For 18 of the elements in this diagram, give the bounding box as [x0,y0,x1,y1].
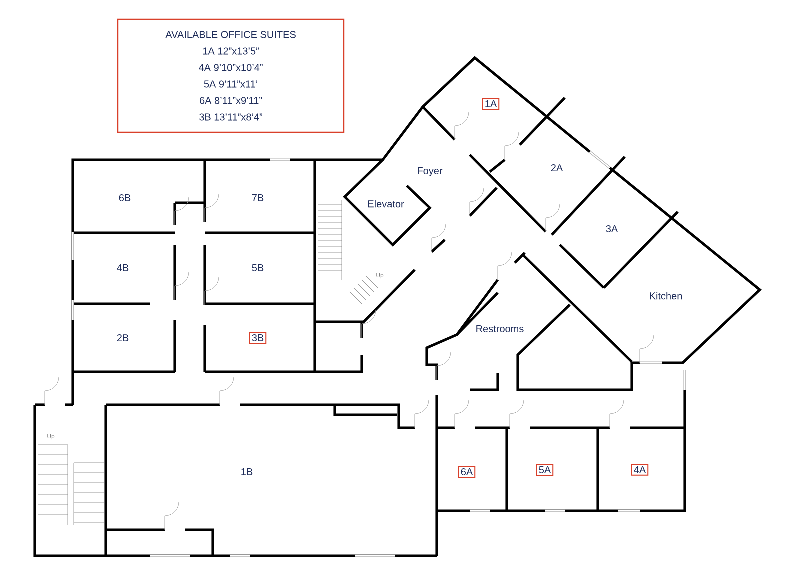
room-name: 1B [242,468,253,476]
room-label: 5A [536,464,554,476]
room-name: Elevator [368,200,404,208]
room-label: 3B [249,332,267,344]
room-name: Foyer [418,168,443,176]
room-label: 6A [458,466,476,478]
room-name: 5B [252,264,264,272]
room-label: 1A [482,98,500,110]
room-name: Restrooms [476,326,524,332]
room-name: 6B [119,194,131,202]
room-name: 2A [551,164,564,172]
room-name: Kitchen [650,292,682,300]
room-label: 4A [631,464,649,476]
room-name: 3A [606,225,618,233]
room-name: 4B [117,264,129,272]
room-name: 2B [117,334,129,342]
suites-table: AVAILABLE OFFICE SUITES 1A 12”x13’5” 4A 9’10”x10’4” 5A 9’11”x11’ 6A 8’11”x9’11” 3B 13’11”x8’4” [117,18,345,134]
room-name: 7B [252,194,264,202]
